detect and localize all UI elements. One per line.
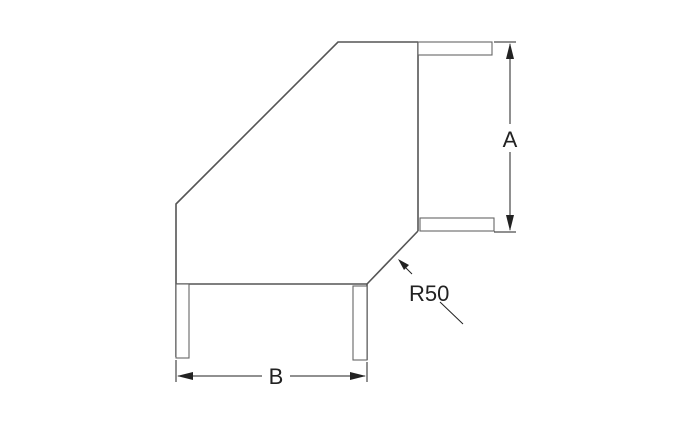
radius-label: R50 [409,281,449,306]
dimension-b: B [175,360,368,389]
inner-diagonal-edge [366,230,419,285]
radius-arrow [398,259,409,270]
dimension-a: A [494,41,518,233]
dim-b-arrow-right [350,372,366,380]
dimension-a-label: A [503,127,518,152]
outer-outline [175,41,418,357]
radius-leader-lower [439,301,464,325]
top-flange [417,41,493,56]
radius-leader-upper [403,265,413,275]
right-flange [352,285,368,361]
dim-a-arrow-bottom [506,215,514,231]
middle-flange [419,217,495,232]
radius-callout: R50 [398,259,464,325]
dim-a-arrow-top [506,43,514,59]
dimension-b-label: B [269,364,284,389]
flanges [175,41,495,361]
part-body [175,41,419,360]
dim-b-arrow-left [177,372,193,380]
left-flange [175,283,190,359]
